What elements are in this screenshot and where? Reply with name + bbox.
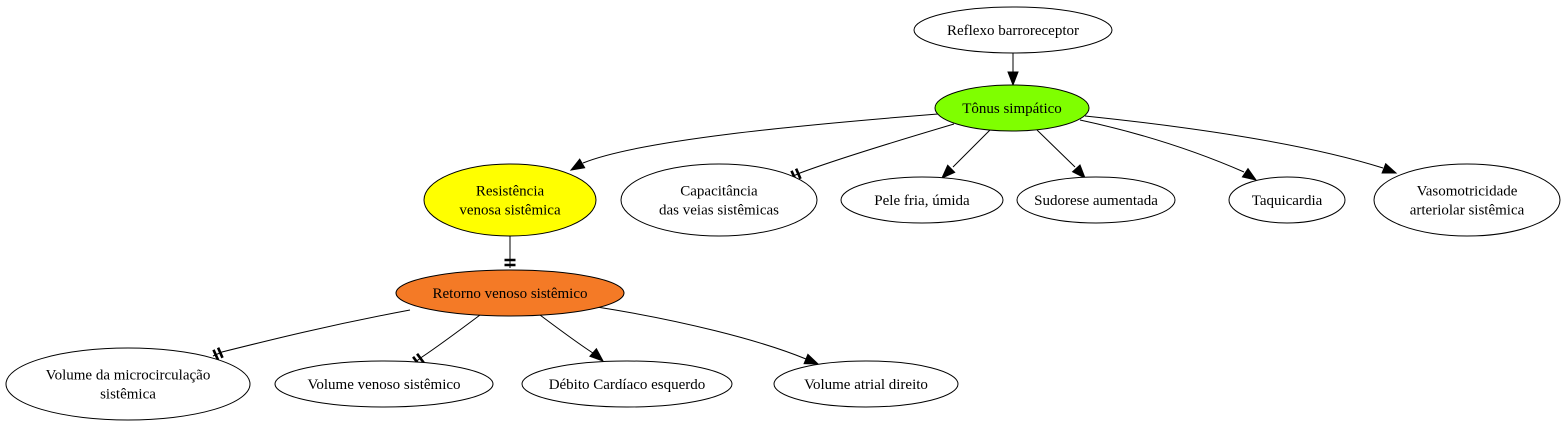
- node-label: Sudorese aumentada: [1034, 193, 1158, 209]
- arrowhead-icon: [1241, 167, 1258, 181]
- edge-line: [952, 129, 991, 168]
- node-label: Capacitância: [680, 184, 758, 200]
- node-label: Retorno venoso sistêmico: [433, 286, 588, 302]
- node-ellipse: [1016, 176, 1176, 224]
- edge-line: [596, 306, 807, 360]
- edge-retorno-to-debito: [539, 314, 605, 362]
- edge-tonus-to-resistencia: [569, 113, 939, 171]
- edge-line: [212, 309, 411, 357]
- edge-tonus-to-pele: [941, 129, 991, 179]
- node-ellipse: [1373, 163, 1561, 237]
- edge-tonus-to-vasomotricidade: [1084, 115, 1398, 174]
- node-sudorese: Sudorese aumentada: [1016, 176, 1176, 224]
- edge-tonus-to-taquicardia: [1079, 119, 1258, 181]
- node-volmicro: Volume da microcirculação sistêmica: [5, 347, 251, 421]
- arrowhead-icon: [1381, 162, 1398, 174]
- node-label: Resistência: [476, 184, 545, 200]
- node-label: Vasomotricidade: [1417, 184, 1518, 200]
- node-ellipse: [395, 269, 625, 317]
- edge-retorno-to-volvenoso: [412, 314, 481, 367]
- node-capacitancia: Capacitância das veias sistêmicas: [620, 163, 818, 237]
- node-ellipse: [274, 360, 494, 408]
- node-label: das veias sistêmicas: [659, 203, 779, 219]
- node-retorno: Retorno venoso sistêmico: [395, 269, 625, 317]
- node-resistencia: Resistência venosa sistêmica: [423, 163, 597, 237]
- arrowhead-icon: [1071, 164, 1086, 180]
- node-ellipse: [934, 84, 1090, 132]
- node-volvenoso: Volume venoso sistêmico: [274, 360, 494, 408]
- node-label: Volume atrial direito: [804, 377, 928, 393]
- node-label: venosa sistêmica: [459, 203, 561, 219]
- edge-retorno-to-volatrial: [596, 306, 820, 365]
- node-label: Tônus simpático: [962, 101, 1062, 117]
- node-pele: Pele fria, úmida: [840, 176, 1004, 224]
- edge-line: [413, 314, 481, 364]
- double-tee-icon: [212, 347, 224, 361]
- edge-line: [1036, 129, 1076, 168]
- node-ellipse: [5, 347, 251, 421]
- edge-line: [790, 123, 955, 178]
- double-tee-icon: [504, 258, 516, 267]
- edge-retorno-to-volmicro: [212, 309, 411, 361]
- node-ellipse: [840, 176, 1004, 224]
- node-ellipse: [1228, 176, 1346, 224]
- node-debito: Débito Cardíaco esquerdo: [521, 360, 733, 408]
- node-label: Débito Cardíaco esquerdo: [549, 377, 706, 393]
- arrowhead-icon: [589, 347, 605, 362]
- node-label: sistêmica: [100, 387, 156, 403]
- node-label: Pele fria, úmida: [874, 193, 970, 209]
- edge-line: [1084, 115, 1384, 169]
- node-label: Taquicardia: [1252, 193, 1323, 209]
- node-ellipse: [423, 163, 597, 237]
- arrowhead-icon: [1007, 71, 1019, 87]
- arrowhead-icon: [941, 164, 956, 179]
- node-volatrial: Volume atrial direito: [773, 360, 959, 408]
- node-vasomotricidade: Vasomotricidade arteriolar sistêmica: [1373, 163, 1561, 237]
- edge-line: [582, 113, 939, 164]
- arrowhead-icon: [803, 353, 820, 365]
- node-label: Volume venoso sistêmico: [307, 377, 460, 393]
- node-taquicardia: Taquicardia: [1228, 176, 1346, 224]
- node-label: arteriolar sistêmica: [1410, 203, 1525, 219]
- node-ellipse: [913, 6, 1113, 54]
- node-tonus: Tônus simpático: [934, 84, 1090, 132]
- edge-resistencia-to-retorno: [504, 236, 516, 268]
- arrowhead-icon: [569, 158, 586, 171]
- node-ellipse: [620, 163, 818, 237]
- edge-line: [539, 314, 597, 356]
- node-label: Volume da microcirculação: [46, 368, 211, 384]
- edge-tonus-to-capacitancia: [790, 123, 955, 182]
- node-label: Reflexo barroreceptor: [947, 23, 1079, 39]
- node-reflexo: Reflexo barroreceptor: [913, 6, 1113, 54]
- edge-line: [1079, 119, 1245, 173]
- node-ellipse: [773, 360, 959, 408]
- node-ellipse: [521, 360, 733, 408]
- edge-tonus-to-sudorese: [1036, 129, 1086, 180]
- edge-reflexo-to-tonus: [1007, 53, 1019, 87]
